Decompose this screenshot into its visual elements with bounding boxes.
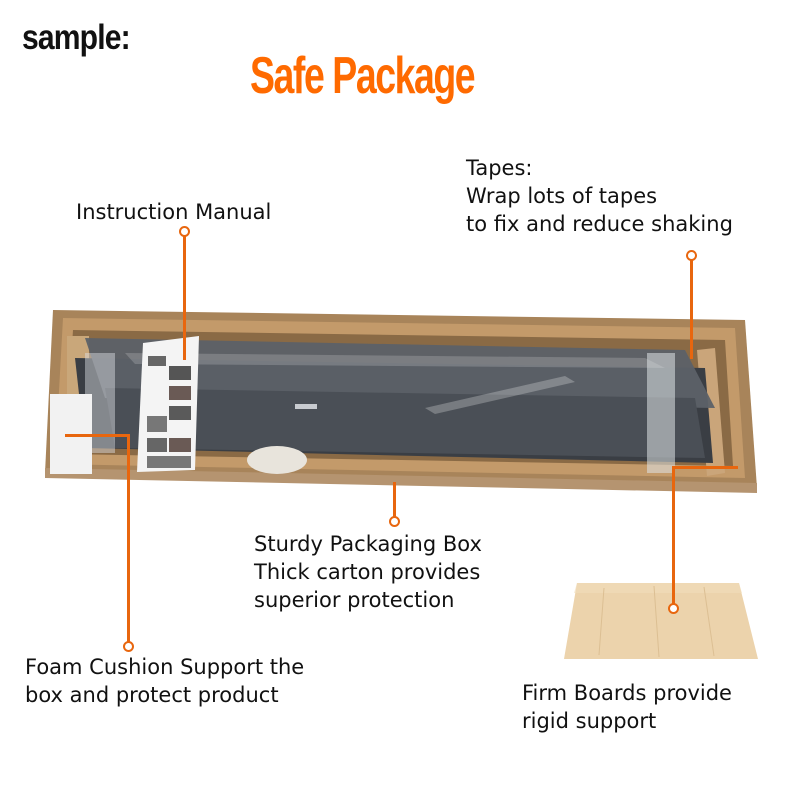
- sample-label: sample:: [22, 18, 131, 57]
- leader-line: [127, 434, 130, 642]
- callout-text: Wrap lots of tapes: [466, 184, 658, 208]
- callout-text: box and protect product: [25, 683, 279, 707]
- leader-line: [393, 482, 396, 518]
- leader-dot: [123, 641, 134, 652]
- page-title: Safe Package: [250, 47, 476, 105]
- leader-dot: [668, 603, 679, 614]
- leader-line: [65, 434, 129, 437]
- callout-text: Firm Boards provide: [522, 681, 732, 705]
- callout-text: rigid support: [522, 709, 657, 733]
- callout-instruction-manual: Instruction Manual: [76, 198, 271, 226]
- callout-text: Foam Cushion Support the: [25, 655, 305, 679]
- callout-firm-boards: Firm Boards provide rigid support: [522, 679, 732, 735]
- leader-line: [672, 466, 675, 606]
- callout-text: Thick carton provides: [254, 560, 481, 584]
- callout-foam-cushion: Foam Cushion Support the box and protect…: [25, 653, 304, 709]
- callout-text: Sturdy Packaging Box: [254, 532, 482, 556]
- callout-text: to fix and reduce shaking: [466, 212, 733, 236]
- callout-tapes: Tapes: Wrap lots of tapes to fix and red…: [466, 154, 733, 238]
- leader-line: [690, 259, 693, 359]
- callout-text: Instruction Manual: [76, 200, 272, 224]
- wood-board-photo: [564, 583, 758, 659]
- callout-text: superior protection: [254, 588, 455, 612]
- package-photo: [45, 310, 757, 493]
- leader-line: [183, 235, 186, 360]
- leader-line: [672, 466, 738, 469]
- callout-text: Tapes:: [466, 156, 533, 180]
- callout-packaging-box: Sturdy Packaging Box Thick carton provid…: [254, 530, 482, 614]
- leader-dot: [389, 516, 400, 527]
